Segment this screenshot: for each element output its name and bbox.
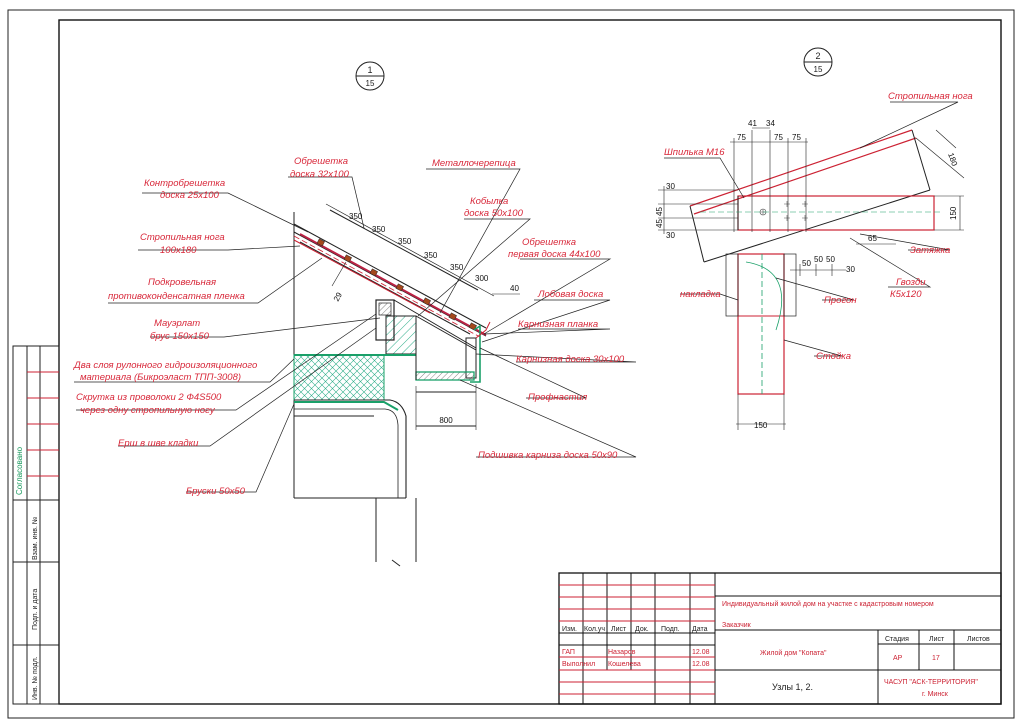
label-strop-2: 100х180 bbox=[160, 245, 197, 256]
tb-org-1: ЧАСУП "АСК-ТЕРРИТОРИЯ" bbox=[884, 679, 978, 686]
node-2-marker-top: 2 bbox=[815, 51, 820, 61]
dim-29: 29 bbox=[332, 290, 344, 303]
dim-30-c: 30 bbox=[846, 265, 855, 274]
dim-350-c: 350 bbox=[398, 237, 412, 246]
label-strop-1: Стропильная нога bbox=[140, 232, 225, 243]
node-2-drawing: 2 15 bbox=[655, 47, 973, 430]
dim-50-b: 50 bbox=[814, 255, 823, 264]
tb-header-kol: Кол.уч bbox=[584, 626, 605, 633]
label-bruski: Бруски 50х50 bbox=[186, 486, 246, 497]
label-podkrov-2: противоконденсатная пленка bbox=[108, 291, 245, 302]
label-kontr-1: Контробрешетка bbox=[144, 178, 225, 189]
dim-41: 41 bbox=[748, 119, 757, 128]
dim-350-a: 350 bbox=[349, 212, 363, 221]
dim-30-b: 30 bbox=[666, 231, 675, 240]
label-stropnaya: Стропильная нога bbox=[888, 91, 973, 102]
label-progon: Прогон bbox=[824, 295, 857, 306]
dim-40: 40 bbox=[510, 284, 519, 293]
label-karniz-planka: Карнизная планка bbox=[518, 319, 598, 330]
label-mauerlat-2: брус 150х150 bbox=[150, 331, 210, 342]
tb-row1-date: 12.08 bbox=[692, 649, 710, 656]
label-kobylka-1: Кобылка bbox=[470, 196, 508, 207]
tb-row2-date: 12.08 bbox=[692, 661, 710, 668]
tb-header-data: Дата bbox=[692, 626, 708, 633]
label-lobovaya: Лобовая доска bbox=[537, 289, 603, 300]
dim-300: 300 bbox=[475, 274, 489, 283]
tb-row2-name: Кошелева bbox=[608, 661, 641, 668]
tb-header-dok: Док. bbox=[635, 626, 649, 633]
label-karniz-doska: Карнизная доска 30х100 bbox=[516, 354, 625, 365]
tb-header-list: Лист bbox=[611, 626, 627, 633]
label-gvozdi-1: Гвозди bbox=[896, 277, 926, 288]
label-ershi: Ерш в шве кладки bbox=[118, 438, 199, 449]
dim-75-c: 75 bbox=[792, 133, 801, 142]
inv-podl-label: Инв. № подл. bbox=[32, 656, 39, 700]
label-dva-sloya-1: Два слоя рулонного гидроизоляционного bbox=[73, 360, 257, 371]
label-mauerlat-1: Мауэрлат bbox=[154, 318, 200, 329]
label-kobylka-2: доска 50х100 bbox=[464, 208, 524, 219]
dim-75-b: 75 bbox=[774, 133, 783, 142]
label-proflist: Профнастил bbox=[528, 392, 588, 403]
dim-30-a: 30 bbox=[666, 182, 675, 191]
label-zatyazhka: Затяжка bbox=[910, 245, 950, 256]
dim-34: 34 bbox=[766, 119, 775, 128]
node-2-marker: 2 15 bbox=[803, 47, 833, 77]
dim-800: 800 bbox=[439, 416, 453, 425]
label-shpilka: Шпилька М16 bbox=[664, 147, 725, 158]
node-1-marker-top: 1 bbox=[367, 65, 372, 75]
label-skrutka-2: через одну стропильную ногу bbox=[80, 405, 216, 416]
label-stoika: Стойка bbox=[816, 351, 851, 362]
label-dva-sloya-2: материала (Бикроэласт ТПП-3008) bbox=[80, 372, 241, 383]
tb-stadiya-header: Стадия bbox=[885, 636, 909, 643]
tb-header-podp: Подп. bbox=[661, 626, 680, 633]
label-podkrov-1: Подкровельная bbox=[148, 277, 216, 288]
soglasovano-label: Согласовано bbox=[15, 446, 24, 495]
tb-row1-role: ГАП bbox=[562, 649, 575, 656]
label-podshivka: Подшивка карниза доска 50х90 bbox=[478, 450, 618, 461]
dim-50-c: 50 bbox=[826, 255, 835, 264]
dim-350-e: 350 bbox=[450, 263, 464, 272]
tb-object: Жилой дом "Копата" bbox=[760, 649, 827, 657]
dim-45-b: 45 bbox=[655, 219, 664, 228]
dim-75-a: 75 bbox=[737, 133, 746, 142]
node-1-drawing: 1 15 bbox=[73, 61, 637, 567]
tb-listov-header: Листов bbox=[967, 636, 990, 643]
title-block: Изм. Кол.уч Лист Док. Подп. Дата ГАП Наз… bbox=[558, 572, 1002, 705]
label-obresh-first-1: Обрешетка bbox=[522, 237, 576, 248]
label-gvozdi-2: К5х120 bbox=[890, 289, 922, 300]
vzam-label: Взам. инв. № bbox=[32, 517, 39, 560]
tb-zakazchik: Заказчик bbox=[722, 622, 752, 629]
node-1-marker-bottom: 15 bbox=[366, 79, 375, 88]
dim-50-a: 50 bbox=[802, 259, 811, 268]
tb-sheet-title: Узлы 1, 2. bbox=[772, 682, 813, 692]
dim-180: 180 bbox=[946, 152, 959, 168]
tb-header-izm: Изм. bbox=[562, 626, 577, 633]
label-kontr-2: доска 25х100 bbox=[160, 190, 220, 201]
label-obresh-first-2: первая доска 44х100 bbox=[508, 249, 601, 260]
tb-project: Индивидуальный жилой дом на участке с ка… bbox=[722, 600, 934, 608]
tb-row1-name: Назаров bbox=[608, 649, 636, 656]
tb-row2-role: Выполнил bbox=[562, 661, 595, 668]
label-skrutka-1: Скрутка из проволоки 2 Ф4S500 bbox=[76, 392, 222, 403]
dim-65: 65 bbox=[868, 234, 877, 243]
tb-list: 17 bbox=[932, 655, 940, 662]
node-1-marker: 1 15 bbox=[355, 61, 385, 91]
dim-350-d: 350 bbox=[424, 251, 438, 260]
dim-350-b: 350 bbox=[372, 225, 386, 234]
label-nakladka: накладка bbox=[680, 289, 721, 300]
outer-frame bbox=[7, 9, 1015, 719]
label-obreshetka-2: доска 32х100 bbox=[290, 169, 350, 180]
dim-45-a: 45 bbox=[655, 207, 664, 216]
side-stamp: Согласовано Взам. инв. № Подп. и дата Ин… bbox=[12, 345, 60, 705]
tb-org-2: г. Минск bbox=[922, 691, 949, 698]
tb-list-header: Лист bbox=[929, 636, 945, 643]
label-obreshetka: Обрешетка bbox=[294, 156, 348, 167]
dim-150-b: 150 bbox=[754, 421, 768, 430]
podp-data-label: Подп. и дата bbox=[32, 589, 39, 630]
dim-150: 150 bbox=[949, 206, 958, 220]
label-metal: Металлочерепица bbox=[432, 158, 516, 169]
tb-stadiya: АР bbox=[893, 655, 903, 662]
node-2-marker-bottom: 15 bbox=[814, 65, 823, 74]
